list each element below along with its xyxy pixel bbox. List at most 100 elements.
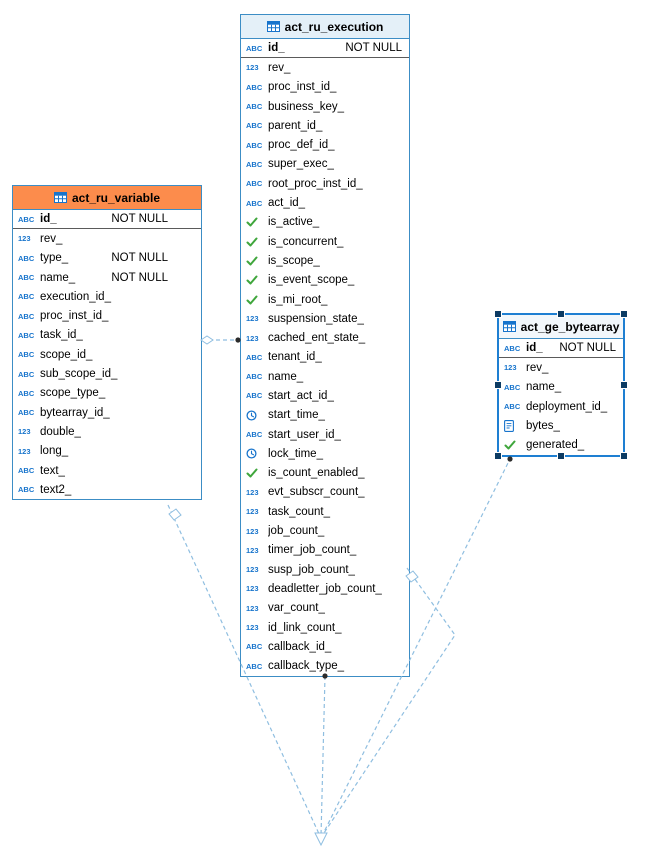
column-row-cached_ent_state_[interactable]: 123 cached_ent_state_ (241, 328, 409, 347)
selection-handle[interactable] (557, 310, 565, 318)
column-row-task_id_[interactable]: ABC task_id_ (13, 326, 201, 345)
string-type-icon: ABC (18, 273, 35, 283)
column-name: id_ (268, 42, 285, 55)
number-type-icon: 123 (246, 333, 259, 343)
column-name: cached_ent_state_ (268, 332, 366, 345)
column-name: scope_type_ (40, 387, 106, 400)
column-row-bytes_[interactable]: bytes_ (499, 416, 623, 435)
number-type-icon: 123 (18, 446, 31, 456)
string-type-icon: ABC (18, 330, 35, 340)
table-title: act_ge_bytearray (520, 319, 620, 334)
column-name: parent_id_ (268, 119, 323, 132)
column-row-is_count_enabled_[interactable]: is_count_enabled_ (241, 464, 409, 483)
selection-handle[interactable] (620, 451, 628, 460)
column-name: long_ (40, 445, 69, 458)
selection-handle[interactable] (620, 310, 628, 318)
column-name: text_ (40, 464, 65, 477)
relationship-line-execution-bottom[interactable] (320, 675, 326, 837)
column-row-long_[interactable]: 123 long_ (13, 442, 201, 461)
selection-handle[interactable] (620, 380, 628, 389)
column-constraint: NOT NULL (111, 252, 168, 265)
selection-handle[interactable] (494, 451, 502, 460)
table-header[interactable]: act_ru_variable (13, 186, 201, 210)
string-type-icon: ABC (246, 102, 263, 112)
selection-handle[interactable] (557, 451, 565, 460)
column-name: task_id_ (40, 329, 83, 342)
column-row-is_active_[interactable]: is_active_ (241, 213, 409, 232)
column-row-is_scope_[interactable]: is_scope_ (241, 251, 409, 270)
column-row-is_concurrent_[interactable]: is_concurrent_ (241, 232, 409, 251)
boolean-check-icon (246, 295, 268, 305)
column-name: is_active_ (268, 216, 320, 229)
column-row-generated_[interactable]: generated_ (499, 435, 623, 454)
selection-handle[interactable] (494, 380, 502, 389)
column-name: start_user_id_ (268, 428, 341, 441)
column-name: start_time_ (268, 409, 325, 422)
relationship-line-bytearray-bottom[interactable] (321, 456, 512, 837)
column-row-is_event_scope_[interactable]: is_event_scope_ (241, 271, 409, 290)
column-row-start_time_[interactable]: start_time_ (241, 406, 409, 425)
column-row-is_mi_root_[interactable]: is_mi_root_ (241, 290, 409, 309)
boolean-check-icon (246, 256, 268, 266)
selection-handle[interactable] (494, 310, 502, 318)
column-row-lock_time_[interactable]: lock_time_ (241, 444, 409, 463)
number-type-icon: 123 (246, 487, 259, 497)
relationship-line-variable-bottom[interactable] (167, 504, 321, 837)
column-name: rev_ (40, 232, 63, 245)
table-header[interactable]: act_ru_execution (241, 15, 409, 39)
binary-file-icon (504, 419, 526, 432)
number-type-icon: 123 (246, 545, 259, 555)
number-type-icon: 123 (246, 314, 259, 324)
string-type-icon: ABC (18, 292, 35, 302)
table-header[interactable]: act_ge_bytearray (499, 315, 623, 339)
string-type-icon: ABC (246, 642, 263, 652)
column-name: is_event_scope_ (268, 274, 355, 287)
